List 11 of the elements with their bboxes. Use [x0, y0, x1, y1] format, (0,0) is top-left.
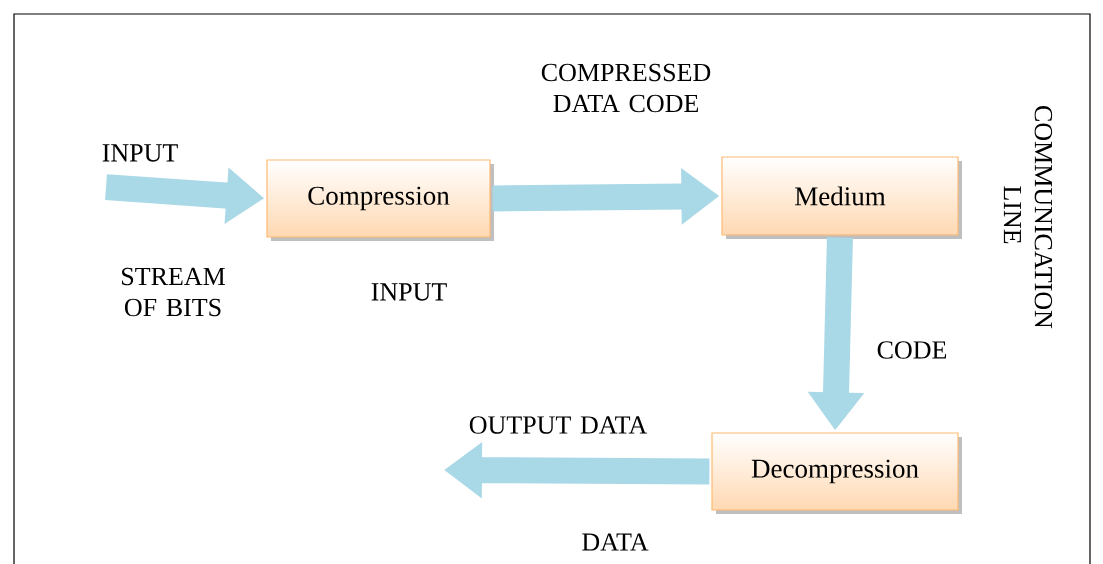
label: INPUT [371, 283, 447, 301]
label: INPUT [102, 144, 178, 162]
label: STREAM OF BITS [122, 267, 225, 317]
label: DATA [582, 533, 649, 551]
process-box: Decompression [711, 432, 962, 514]
label: CODE [877, 341, 947, 359]
label: COMPRESSED DATA CODE [541, 63, 711, 113]
label: OUTPUT DATA [469, 416, 648, 434]
rotated-label: COMMUNICATION LINE [1003, 106, 1053, 329]
process-box: Compression [266, 159, 494, 241]
process-box: Medium [721, 156, 962, 239]
